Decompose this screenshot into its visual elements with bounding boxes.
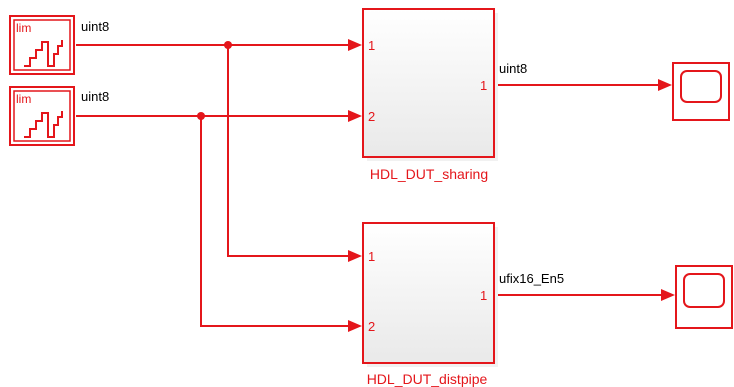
subsystem-block-hdl-dut-sharing[interactable]: 1 2 1 bbox=[362, 8, 498, 161]
inport-label-1: 1 bbox=[368, 249, 375, 264]
arrowhead bbox=[348, 320, 362, 332]
signal-label-sharing-out: uint8 bbox=[499, 61, 527, 76]
signal-line-source-1-branch-to-distpipe-in1[interactable] bbox=[227, 45, 349, 257]
inport-label-1: 1 bbox=[368, 38, 375, 53]
staircase-icon bbox=[24, 111, 63, 138]
arrowhead bbox=[348, 39, 362, 51]
block-name-hdl-dut-sharing[interactable]: HDL_DUT_sharing bbox=[370, 166, 488, 182]
inport-label-2: 2 bbox=[368, 109, 375, 124]
scope-icon bbox=[683, 273, 725, 308]
signal-label-source-2: uint8 bbox=[81, 89, 109, 104]
arrowhead bbox=[348, 110, 362, 122]
scope-block-1[interactable] bbox=[672, 62, 730, 121]
branch-point bbox=[197, 112, 205, 120]
inport-label-2: 2 bbox=[368, 319, 375, 334]
signal-lines bbox=[76, 39, 675, 332]
branch-point bbox=[224, 41, 232, 49]
scope-icon bbox=[680, 70, 722, 103]
source-block-1[interactable]: lim bbox=[9, 15, 75, 75]
source-icon-label: lim bbox=[16, 21, 31, 35]
signal-label-distpipe-out: ufix16_En5 bbox=[499, 271, 564, 286]
arrowhead bbox=[348, 250, 362, 262]
scope-block-2[interactable] bbox=[675, 265, 733, 329]
subsystem-block-hdl-dut-distpipe[interactable]: 1 2 1 bbox=[362, 222, 498, 367]
arrowhead bbox=[661, 289, 675, 301]
outport-label-1: 1 bbox=[480, 288, 487, 303]
source-icon-label: lim bbox=[16, 92, 31, 106]
signal-label-source-1: uint8 bbox=[81, 19, 109, 34]
signal-line-source-2-branch-to-distpipe-in2[interactable] bbox=[200, 116, 349, 327]
staircase-icon bbox=[24, 40, 63, 67]
source-block-2[interactable]: lim bbox=[9, 86, 75, 146]
block-name-hdl-dut-distpipe[interactable]: HDL_DUT_distpipe bbox=[367, 371, 488, 387]
arrowhead bbox=[658, 79, 672, 91]
outport-label-1: 1 bbox=[480, 78, 487, 93]
